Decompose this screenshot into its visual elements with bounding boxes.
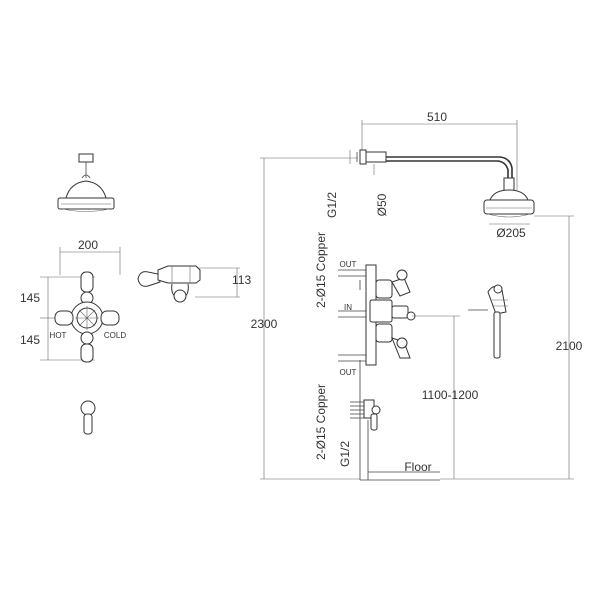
floor-label: Floor: [404, 460, 431, 474]
dim-145-bottom-label: 145: [20, 333, 40, 347]
copper-top-label: 2-Ø15 Copper: [314, 232, 328, 308]
handset-view: [137, 265, 240, 303]
copper-bottom-label: 2-Ø15 Copper: [314, 384, 328, 460]
dim-145-top-label: 145: [20, 291, 40, 305]
out-top-label: OUT: [340, 260, 357, 269]
dia50-label: Ø50: [375, 193, 389, 216]
shower-arm-and-head: [359, 149, 535, 218]
in-label: IN: [344, 303, 352, 312]
hot-label: HOT: [50, 331, 67, 340]
dim-2300-label: 2300: [251, 317, 278, 331]
dim-1100-label: 1100-1200: [422, 388, 479, 402]
front-view-valve: [40, 247, 121, 435]
dim-510-label: 510: [427, 110, 447, 124]
valve-side-view: [338, 264, 416, 366]
g12-top-label: G1/2: [325, 192, 339, 218]
g12-bottom-label: G1/2: [338, 441, 352, 467]
diverter-side-view: [350, 399, 381, 431]
dim-113-label: 113: [232, 273, 251, 287]
dim-200-label: 200: [78, 238, 98, 252]
small-shower-head: [57, 153, 115, 212]
wall-and-floor: [356, 152, 440, 481]
cold-label: COLD: [104, 331, 126, 340]
handset-side-view: [468, 284, 508, 359]
dim-2100-label: 2100: [556, 339, 583, 353]
dia205-label: Ø205: [496, 226, 526, 240]
out-bottom-label: OUT: [340, 368, 357, 377]
